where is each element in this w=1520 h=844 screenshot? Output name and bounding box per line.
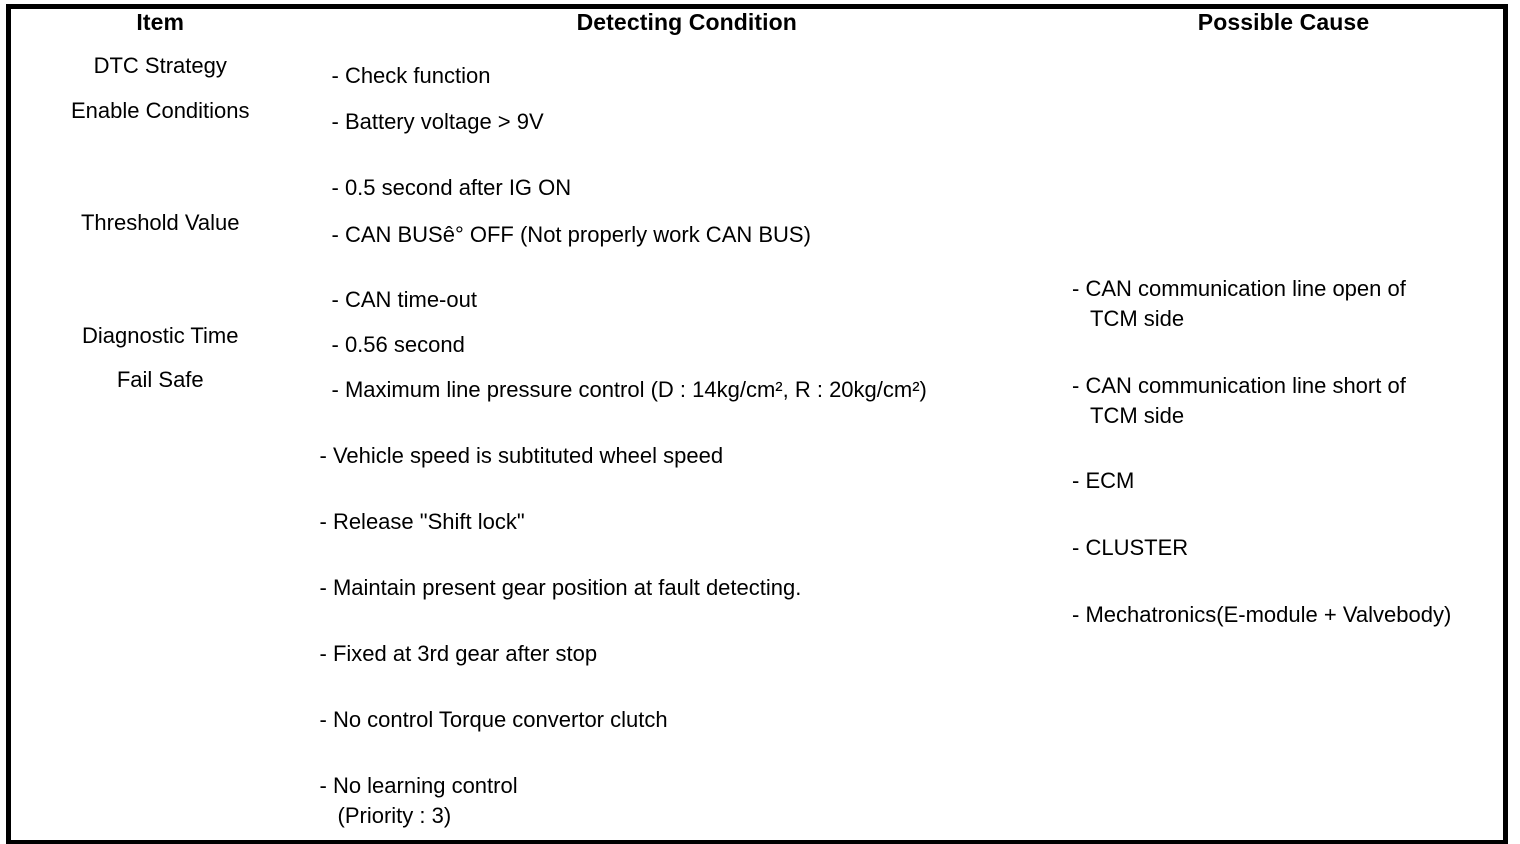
condition-cell-diagnostic-time: - 0.56 second [309, 323, 1065, 367]
item-label-fail-safe: Fail Safe [8, 367, 310, 842]
possible-cause-cell: - CAN communication line open of TCM sid… [1064, 53, 1506, 842]
cause-item-cluster: - CLUSTER [1072, 535, 1189, 560]
condition-line: - 0.56 second [331, 332, 465, 357]
condition-cell-dtc-strategy: - Check function [309, 53, 1065, 98]
condition-cell-threshold-value: - CAN BUSê° OFF (Not properly work CAN B… [309, 210, 1065, 323]
item-label-dtc-strategy: DTC Strategy [8, 53, 310, 98]
table-row-enable-conditions: Enable Conditions - Battery voltage > 9V… [8, 98, 1506, 210]
condition-cell-fail-safe: - Maximum line pressure control (D : 14k… [309, 367, 1065, 842]
cause-item-can-short: - CAN communication line short of [1072, 373, 1406, 398]
table-row-diagnostic-time: Diagnostic Time - 0.56 second [8, 323, 1506, 367]
table-header-row: Item Detecting Condition Possible Cause [8, 6, 1506, 53]
condition-cell-enable-conditions: - Battery voltage > 9V - 0.5 second afte… [309, 98, 1065, 210]
cause-item-mechatronics: - Mechatronics(E-module + Valvebody) [1072, 602, 1452, 627]
dtc-diagnostic-table: Item Detecting Condition Possible Cause … [6, 4, 1508, 844]
table-row-fail-safe: Fail Safe - Maximum line pressure contro… [8, 367, 1506, 842]
condition-line-priority: (Priority : 3) [337, 803, 452, 828]
condition-line: - Release "Shift lock" [319, 509, 525, 534]
condition-line: - Check function [331, 63, 491, 88]
cause-item-can-open: - CAN communication line open of [1072, 276, 1406, 301]
condition-line: - Battery voltage > 9V [331, 109, 544, 134]
cause-item-ecm: - ECM [1072, 468, 1135, 493]
condition-line: - 0.5 second after IG ON [331, 175, 572, 200]
condition-line: - Maintain present gear position at faul… [319, 575, 802, 600]
condition-line: - Vehicle speed is subtituted wheel spee… [319, 443, 724, 468]
condition-line: - CAN time-out [331, 287, 477, 312]
item-label-enable-conditions: Enable Conditions [8, 98, 310, 210]
header-possible-cause: Possible Cause [1064, 6, 1506, 53]
table-row-threshold-value: Threshold Value - CAN BUSê° OFF (Not pro… [8, 210, 1506, 323]
condition-line: - No control Torque convertor clutch [319, 707, 668, 732]
condition-line: - Fixed at 3rd gear after stop [319, 641, 598, 666]
item-label-threshold-value: Threshold Value [8, 210, 310, 323]
condition-line: - CAN BUSê° OFF (Not properly work CAN B… [331, 222, 811, 247]
item-label-diagnostic-time: Diagnostic Time [8, 323, 310, 367]
cause-item-can-open-cont: TCM side [1090, 306, 1185, 331]
header-item: Item [8, 6, 310, 53]
table-row-dtc-strategy: DTC Strategy - Check function - CAN comm… [8, 53, 1506, 842]
condition-line: - No learning control [319, 773, 518, 798]
header-detecting-condition: Detecting Condition [309, 6, 1065, 53]
condition-line: - Maximum line pressure control (D : 14k… [331, 377, 927, 402]
cause-item-can-short-cont: TCM side [1090, 403, 1185, 428]
